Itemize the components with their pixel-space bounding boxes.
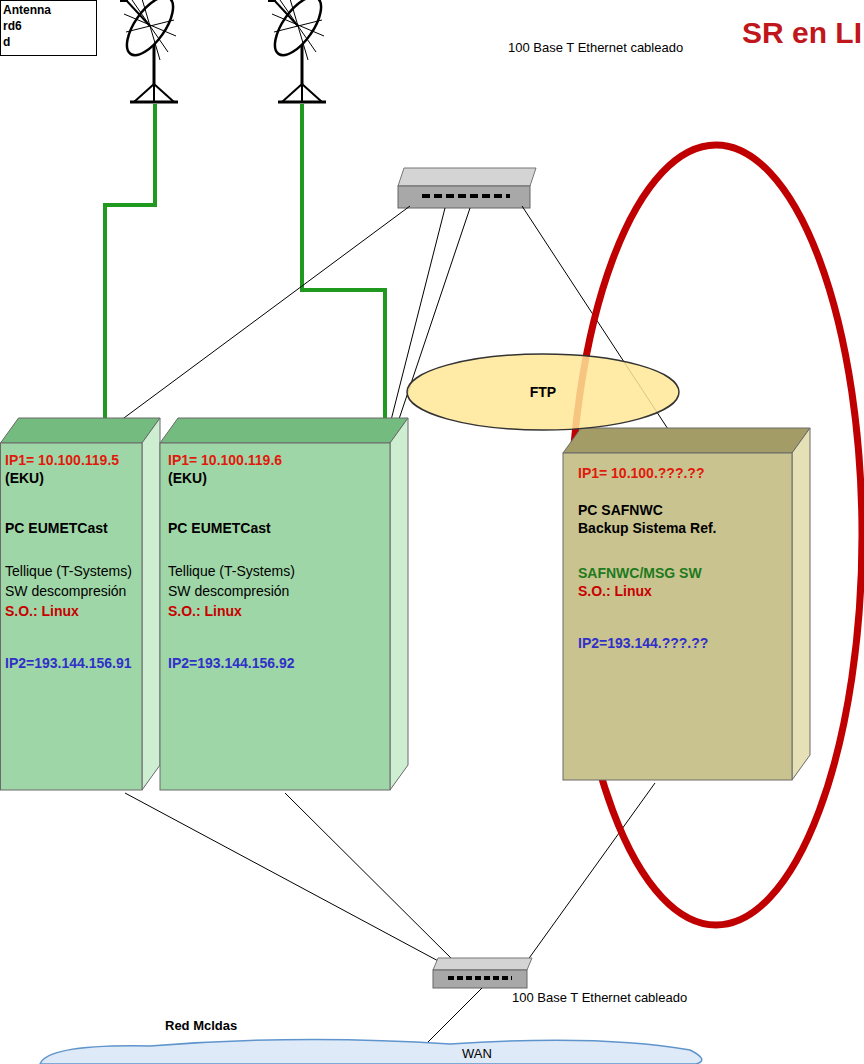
network-name: Red Mcldas [165,1018,237,1034]
node-text: rd6 [3,19,93,34]
pc-box: IP1= 10.100.119.6(EKU) PC EUMETCastTelliq… [158,418,410,793]
pc-box: IP1= 10.100.119.5(EKU) PC EUMETCastTelliq… [0,418,162,793]
node-text: IP1= 10.100.???.?? [578,463,778,483]
node-text: IP2=193.144.???.?? [578,633,778,653]
node-text: IP1= 10.100.119.5 [5,450,155,470]
node-text: S.O.: Linux [5,601,145,621]
node-text: PC SAFNWC [578,500,778,520]
node-text: FTP [405,382,681,402]
pc-case [560,428,812,783]
network-label: 100 Base T Ethernet cableado [512,990,687,1006]
page-title: SR en LI [742,16,862,50]
node-text: IP1= 10.100.119.6 [168,450,368,470]
pc-box: IP1= 10.100.???.?? PC SAFNWCBackup Sistem… [560,428,812,783]
node-text: IP2=193.144.156.92 [168,653,368,673]
node-text: Tellique (T-Systems) SW descompresión [5,561,145,601]
ftp-ellipse: FTP [405,352,681,432]
node-text: PC EUMETCast [168,518,348,538]
network-label: 100 Base T Ethernet cableado [508,40,683,56]
node-text: SAFNWC/MSG SW [578,563,778,583]
node-text: Backup Sistema Ref. [578,518,778,538]
node-text: (EKU) [168,468,308,488]
node-text: S.O.: Linux [578,581,778,601]
cloud-label: WAN [462,1046,492,1062]
node-text: Tellique (T-Systems) SW descompresión [168,561,308,601]
node-text: (EKU) [5,468,145,488]
legend-box: Antennard6d [0,0,97,56]
node-text: IP2=193.144.156.91 [5,653,145,673]
node-text: PC EUMETCast [5,518,145,538]
node-text: Antenna [3,3,93,18]
node-text: d [3,35,93,50]
node-text: S.O.: Linux [168,601,348,621]
